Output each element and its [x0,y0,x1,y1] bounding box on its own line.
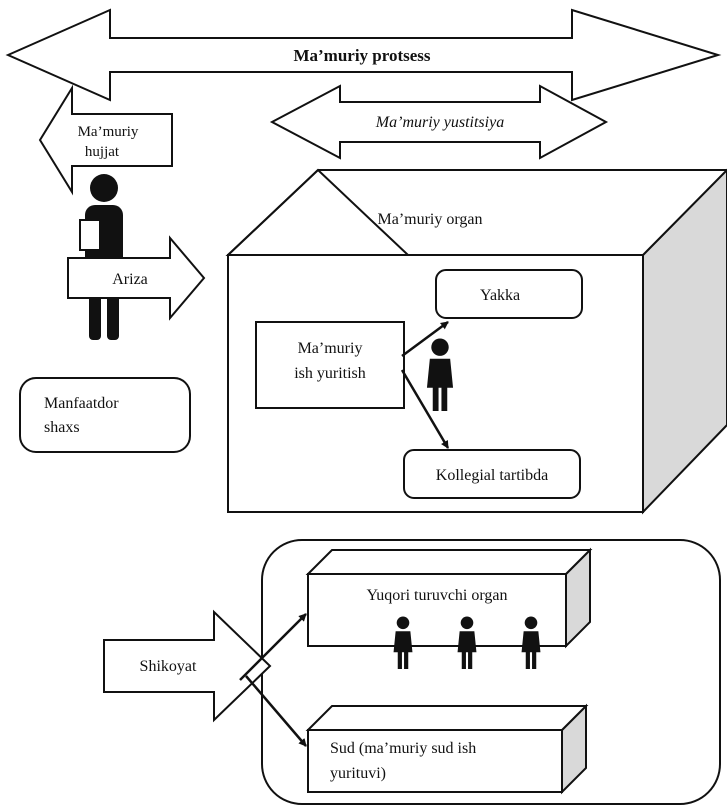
interested-party-line2: shaxs [44,419,80,436]
appeal-group: Yuqori turuvchi organ Sud (ma’muriy sud … [261,539,721,805]
administrative-document-arrow: Ma’muriy hujjat [38,84,173,196]
administrative-organ-building: Ma’muriy organ Ma’muriy ish yuritish Yak… [225,168,727,515]
collegial-label: Kollegial tartibda [436,467,548,484]
document-arrow-line1: Ma’muriy [78,124,139,140]
court-line2: yurituvi) [330,765,386,782]
administrative-justice-arrow: Ma’muriy yustitsiya [269,84,609,160]
arrow-to-court [245,675,307,747]
complaint-arrow: Shikoyat [103,609,272,723]
higher-organ-label: Yuqori turuvchi organ [366,587,507,604]
complaint-arrow-label: Shikoyat [140,658,197,675]
proceeding-box [255,321,405,409]
interested-party-box: Manfaatdor shaxs [19,377,191,453]
single-label: Yakka [480,287,520,304]
proceeding-line1: Ma’muriy [298,340,363,357]
organ-title: Ma’muriy organ [377,211,482,228]
justice-arrow-label: Ma’muriy yustitsiya [375,114,504,131]
higher-organ-box: Yuqori turuvchi organ [305,547,593,669]
interested-party-line1: Manfaatdor [44,395,119,412]
proceeding-line2: ish yuritish [294,365,366,382]
administrative-process-arrow: Ma’muriy protsess [5,8,722,102]
arrow-to-single [401,320,449,358]
application-arrow: Ariza [67,235,206,321]
court-box: Sud (ma’muriy sud ish yurituvi) [305,703,589,795]
arrow-to-collegial [400,369,450,449]
court-line1: Sud (ma’muriy sud ish [330,740,476,757]
process-arrow-label: Ma’muriy protsess [293,46,430,65]
application-arrow-label: Ariza [112,271,148,288]
single-box [435,269,583,319]
arrow-to-higher-organ [239,613,307,681]
collegial-box [403,449,581,499]
document-arrow-line2: hujjat [85,144,120,160]
